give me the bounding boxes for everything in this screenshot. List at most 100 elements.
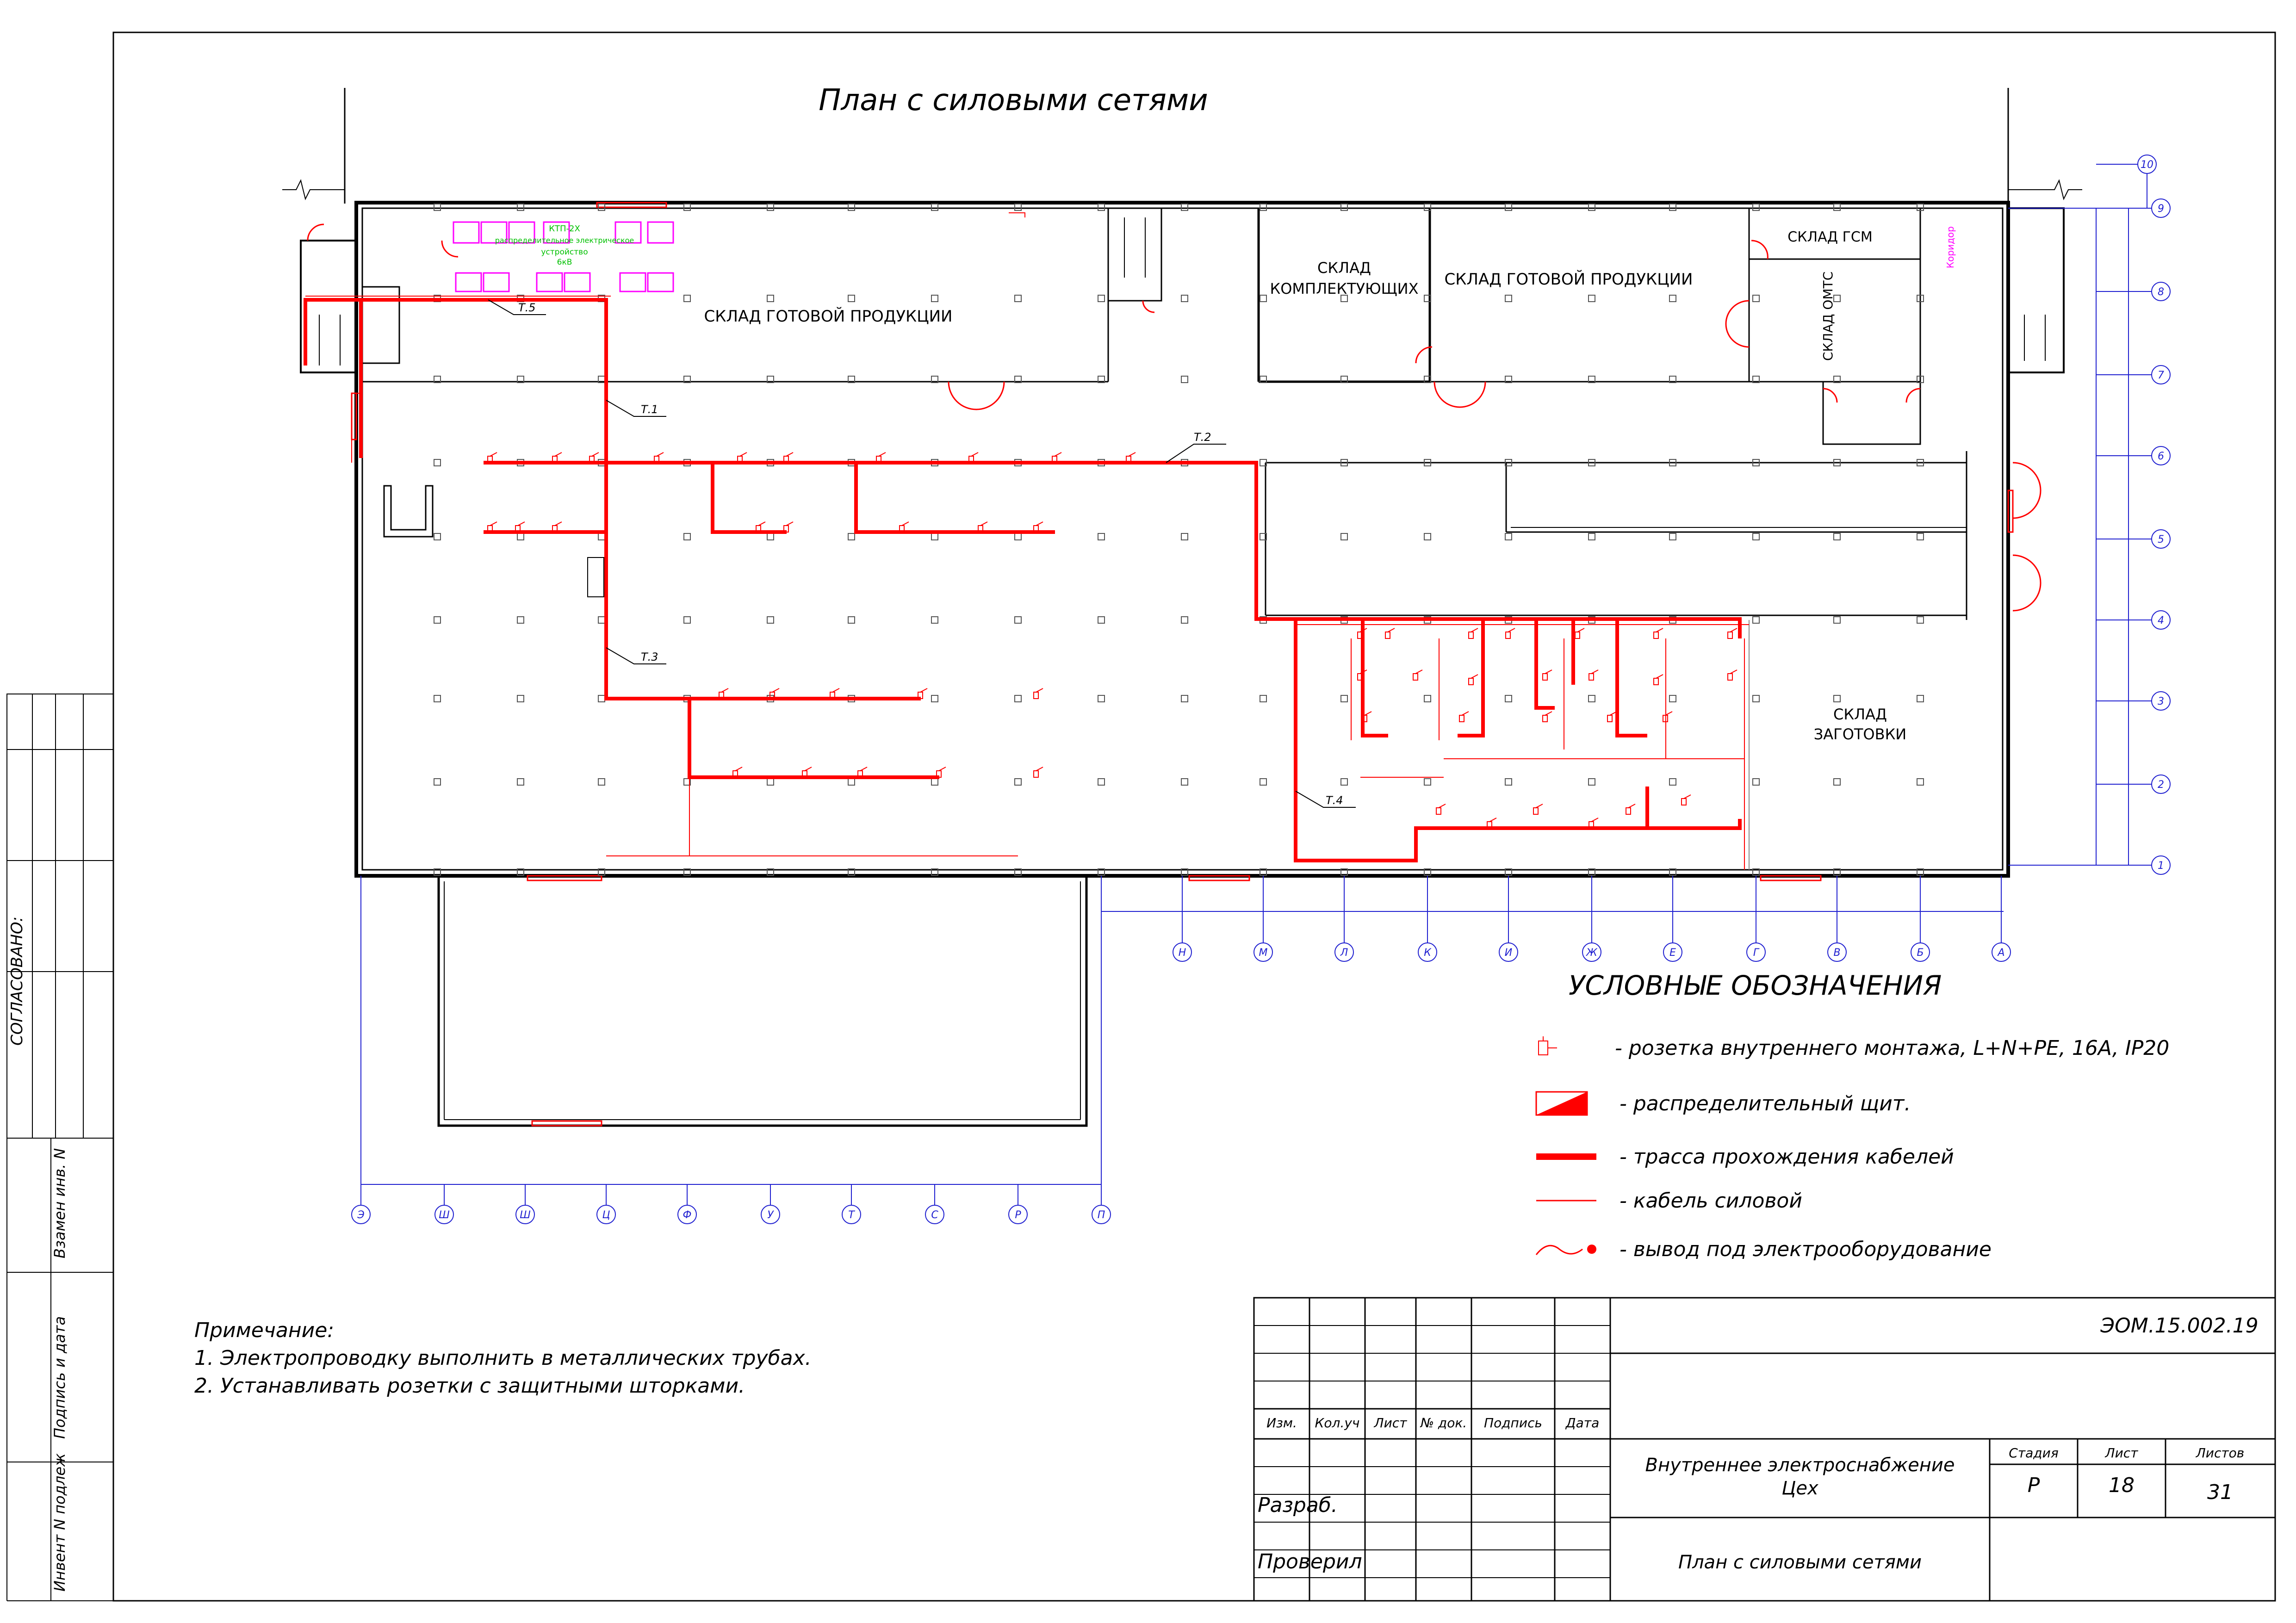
socket-leader [758, 521, 766, 526]
axis-marker: Р [1008, 1184, 1028, 1224]
column-mark [1181, 204, 1188, 211]
title-col-3: № док. [1420, 1415, 1467, 1431]
axis-label: С [931, 1209, 938, 1221]
socket-leader [1730, 669, 1738, 674]
windows [351, 202, 2014, 1127]
column-mark [1181, 295, 1188, 302]
legend-item-2: - трасса прохождения кабелей [1620, 1145, 1954, 1169]
column-mark [1340, 695, 1348, 702]
column-mark [1752, 695, 1760, 702]
axis-marker: У [761, 1184, 780, 1224]
column-mark [1181, 533, 1188, 540]
column-mark [1833, 533, 1841, 540]
title-sheet: 18 [2109, 1474, 2135, 1497]
legend-title: УСЛОВНЫЕ ОБОЗНАЧЕНИЯ [1569, 970, 1942, 1001]
socket-leader [1591, 669, 1599, 674]
trace-label-t3: Т.3 [641, 650, 658, 663]
room-storage-finished-2: СКЛАД ГОТОВОЙ ПРОДУКЦИИ [1445, 270, 1693, 289]
column-mark [683, 778, 691, 786]
socket-leader [1415, 669, 1423, 674]
column-mark [1260, 533, 1267, 540]
column-mark [1505, 459, 1512, 466]
socket-leader [1656, 628, 1663, 632]
axis-marker: К [1418, 876, 1437, 962]
axis-label: 5 [2158, 534, 2164, 545]
axis-circle [1334, 942, 1354, 962]
legend-item-0: - розетка внутреннего монтажа, L+N+PE, 1… [1615, 1036, 2169, 1060]
column-mark [1098, 204, 1105, 211]
axis-marker: Ж [1582, 876, 1601, 962]
column-mark [1098, 376, 1105, 383]
socket-leader [1461, 711, 1469, 716]
column-mark [434, 376, 441, 383]
column-mark [1669, 868, 1676, 876]
column-mark [1917, 533, 1924, 540]
column-mark [767, 376, 774, 383]
axis-label: 3 [2158, 696, 2164, 707]
column-mark [1833, 616, 1841, 624]
column-mark [1505, 295, 1512, 302]
axis-marker: Б [1911, 876, 1930, 962]
column-mark [1669, 376, 1676, 383]
socket-leader [554, 521, 562, 526]
side-stamp-agreed: СОГЛАСОВАНО: [8, 917, 26, 1046]
socket-leader [878, 452, 886, 457]
axis-marker: С [925, 1184, 944, 1224]
column-mark [1917, 778, 1924, 786]
axis-label: А [1997, 947, 2004, 959]
column-mark [1669, 695, 1676, 702]
column-mark [1424, 459, 1431, 466]
column-mark [1833, 376, 1841, 383]
socket-leader [1656, 674, 1663, 679]
axis-circle [2151, 365, 2171, 384]
column-mark [1752, 376, 1760, 383]
column-mark [1424, 204, 1431, 211]
socket-leader [1545, 711, 1552, 716]
column-mark [434, 204, 441, 211]
column-mark [931, 868, 938, 876]
column-mark [1340, 204, 1348, 211]
socket-leader [1438, 804, 1446, 808]
axis-circle [1418, 942, 1437, 962]
column-mark [1014, 616, 1022, 624]
socket-leader [739, 452, 747, 457]
column-mark [848, 295, 855, 302]
column-mark [1833, 295, 1841, 302]
axis-circle [2151, 198, 2171, 218]
axis-label: 2 [2158, 779, 2164, 791]
axis-marker: П [1092, 1184, 1111, 1224]
title-checked: Проверил [1258, 1550, 1362, 1573]
socket-leader [971, 452, 979, 457]
column-mark [1917, 459, 1924, 466]
socket-leader [804, 767, 812, 771]
socket-leader [1387, 628, 1395, 632]
axis-circle [2151, 855, 2171, 875]
notes-item-1: 2. Устанавливать розетки с защитными што… [194, 1374, 745, 1398]
column-mark [1917, 295, 1924, 302]
socket-leader [860, 767, 868, 771]
title-project-2: Цех [1781, 1478, 1818, 1499]
column-mark [1588, 533, 1595, 540]
column-mark [1260, 459, 1267, 466]
socket-leader [1545, 669, 1552, 674]
column-mark [683, 376, 691, 383]
title-stage-label: Стадия [2009, 1445, 2058, 1461]
room-storage-blanks-2: ЗАГОТОВКИ [1814, 725, 1906, 743]
column-mark [1669, 204, 1676, 211]
axis-marker: 3 [2096, 691, 2171, 711]
column-mark [683, 204, 691, 211]
column-mark [1260, 376, 1267, 383]
legend-item-3: - кабель силовой [1620, 1189, 1802, 1213]
socket-leader [1508, 628, 1515, 632]
column-mark [1917, 204, 1924, 211]
column-mark [434, 695, 441, 702]
socket-leader [1036, 767, 1043, 771]
column-mark [598, 868, 605, 876]
axis-circle [1499, 942, 1518, 962]
axis-label: Ц [602, 1209, 610, 1221]
notes-item-0: 1. Электропроводку выполнить в металличе… [194, 1346, 812, 1370]
title-block [1253, 1297, 2276, 1602]
